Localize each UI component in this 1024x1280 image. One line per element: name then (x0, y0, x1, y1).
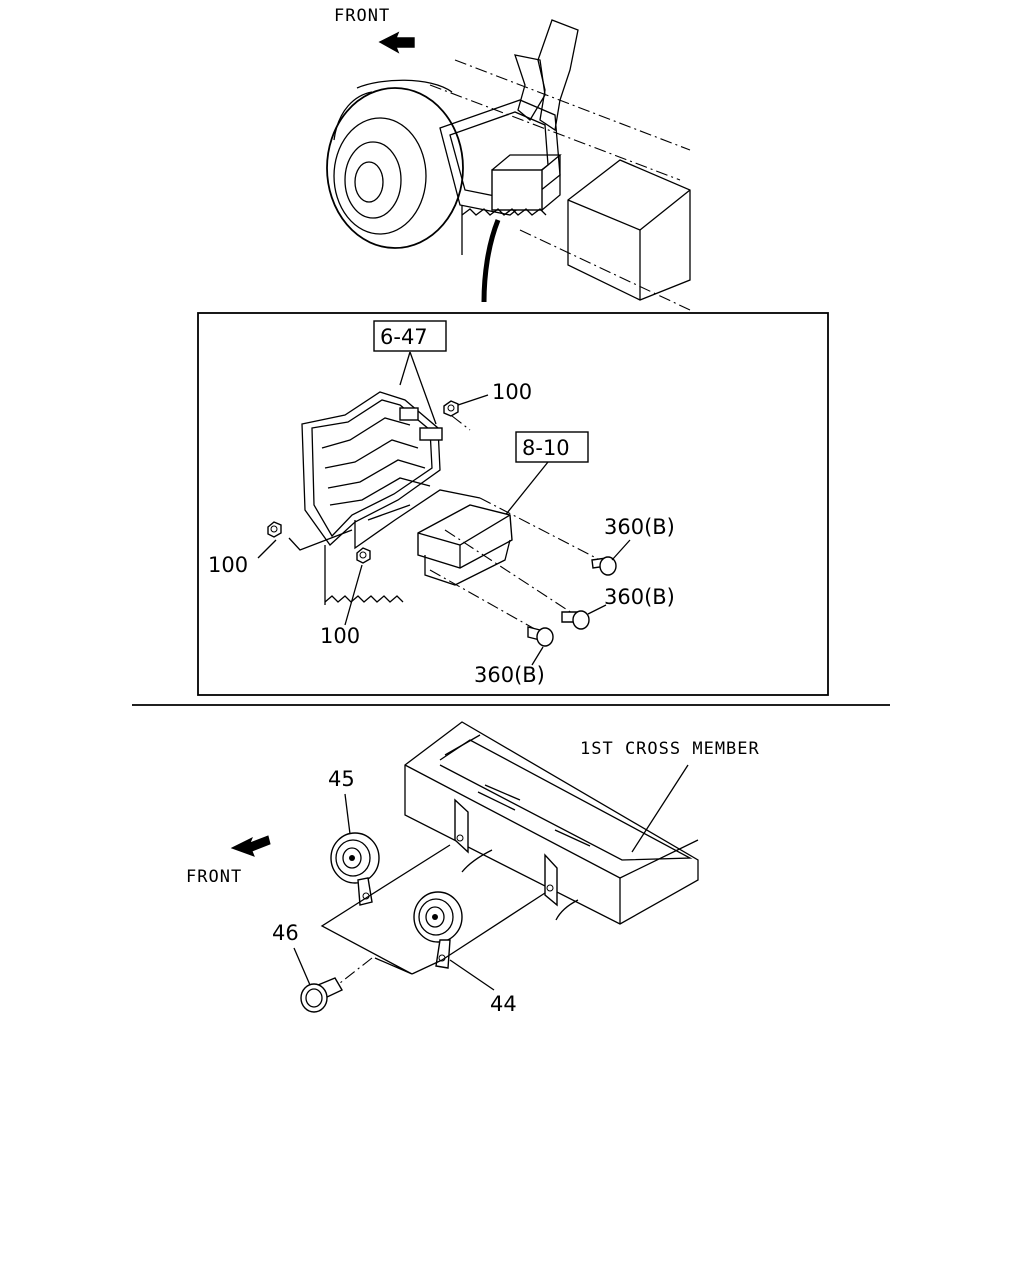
part-46-label: 46 (272, 921, 299, 945)
tire (326, 79, 464, 249)
bolt-label-middle: 360(B) (604, 585, 675, 609)
bolt-lower (527, 626, 554, 647)
top-vehicle-view: FRONT (326, 6, 691, 311)
top-front-label: FRONT (334, 6, 390, 26)
battery-box (567, 159, 691, 301)
ref-8-10: 8-10 (522, 436, 570, 460)
ref-box-8-10 (515, 431, 589, 463)
front-arrow-icon (378, 31, 415, 54)
nut-lower (356, 547, 371, 564)
relay-block (417, 504, 513, 586)
ref-box-6-47 (373, 320, 447, 352)
horn-view: 1ST CROSS MEMBER FRONT (186, 721, 760, 1016)
cross-member (404, 721, 699, 925)
lower-front-arrow-icon (230, 835, 271, 857)
horn-45 (330, 832, 380, 906)
relay-detail-box: 6-47 8-10 (197, 312, 829, 696)
relay-bracket (301, 391, 481, 550)
bolt-46 (300, 977, 343, 1013)
nut-upper (443, 400, 459, 417)
part-45-label: 45 (328, 767, 355, 791)
cross-member-label: 1ST CROSS MEMBER (580, 739, 760, 759)
horn-44 (413, 891, 463, 969)
bolt-label-lower: 360(B) (474, 663, 545, 687)
detail-pointer (481, 219, 501, 303)
lower-front-label: FRONT (186, 867, 242, 887)
nut-label-lower: 100 (320, 624, 360, 648)
ref-6-47: 6-47 (380, 325, 428, 349)
nut-label-upper: 100 (492, 380, 532, 404)
nut-label-left: 100 (208, 553, 248, 577)
bolt-upper (591, 556, 617, 576)
nut-left (267, 521, 282, 538)
part-44-label: 44 (490, 992, 517, 1016)
bolt-label-upper: 360(B) (604, 515, 675, 539)
bolt-middle (561, 610, 590, 630)
